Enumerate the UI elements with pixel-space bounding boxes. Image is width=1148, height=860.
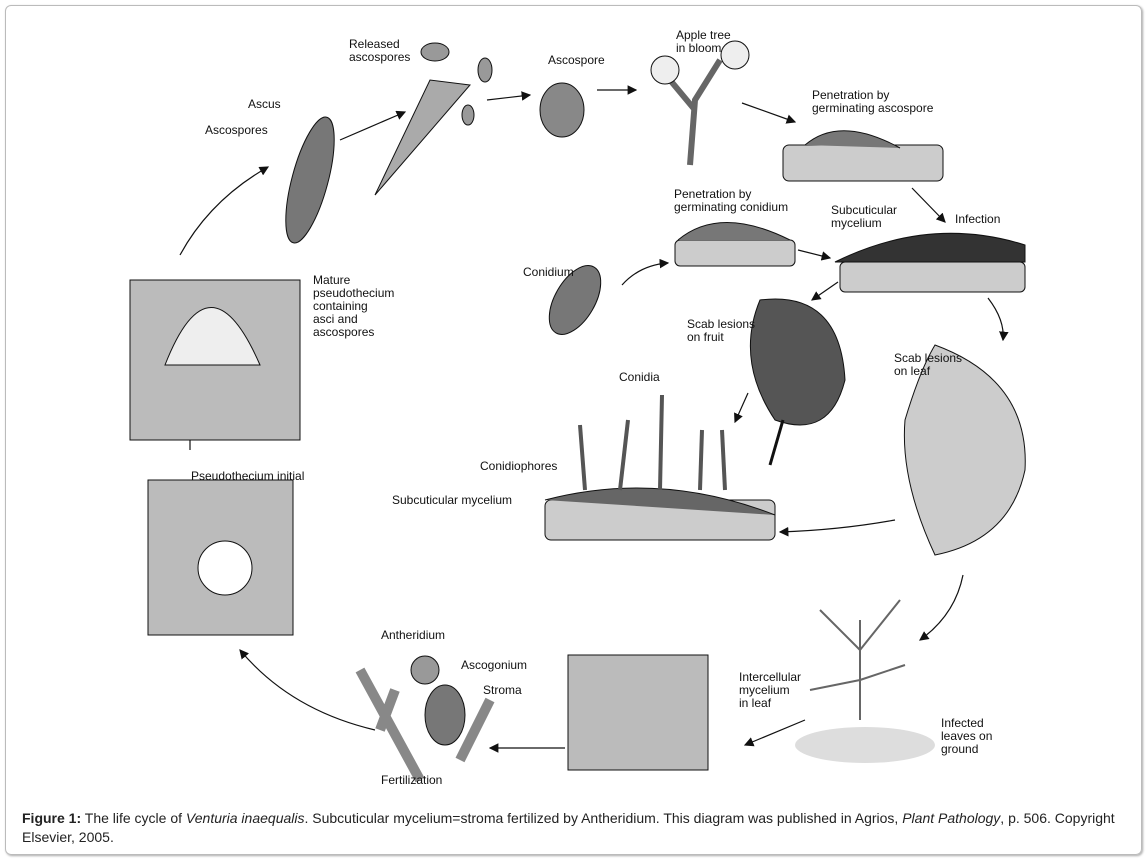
- label-scab-fruit: Scab lesions on fruit: [687, 317, 756, 344]
- label-released-ascospores: Released ascospores: [349, 37, 411, 64]
- caption-text: , p. 506. Copyright Elsevier, 2005.: [22, 810, 1115, 845]
- caption-figure-label: Figure 1:: [22, 810, 82, 826]
- caption-text: The life cycle of: [81, 810, 186, 826]
- label-intercellular-mycelium: Intercellular mycelium in leaf: [739, 670, 802, 710]
- label-apple-tree: Apple tree in bloom: [676, 28, 731, 55]
- label-scab-leaf: Scab lesions on leaf: [894, 351, 963, 378]
- label-ascus: Ascus: [248, 97, 281, 111]
- label-ascogonium: Ascogonium: [461, 658, 528, 672]
- caption-species: Venturia inaequalis: [185, 810, 305, 826]
- label-infection: Infection: [955, 212, 1001, 226]
- label-ascospore: Ascospore: [548, 53, 605, 67]
- caption-text: . Subcuticular mycelium=stroma fertilize…: [304, 810, 903, 826]
- label-subcuticular-mycelium-top: Subcuticular mycelium: [831, 203, 898, 230]
- label-conidia: Conidia: [619, 370, 660, 384]
- caption-book: Plant Pathology: [902, 810, 1001, 826]
- life-cycle-illustration: [129, 40, 1026, 783]
- label-stroma: Stroma: [483, 683, 522, 697]
- label-mature-pseudothecium: Mature pseudothecium containing asci and…: [313, 273, 395, 339]
- label-conidium: Conidium: [523, 265, 574, 279]
- label-conidiophores: Conidiophores: [480, 459, 558, 473]
- label-antheridium: Antheridium: [381, 628, 446, 642]
- label-penetration-conidium: Penetration by germinating conidium: [674, 187, 789, 214]
- label-fertilization: Fertilization: [381, 773, 443, 787]
- figure-caption: Figure 1: The life cycle of Venturia ina…: [22, 809, 1132, 847]
- label-penetration-ascospore: Penetration by germinating ascospore: [812, 88, 934, 115]
- label-pseudothecium-initial: Pseudothecium initial: [191, 469, 305, 483]
- figure-frame: [5, 5, 1142, 855]
- label-infected-leaves: Infected leaves on ground: [941, 716, 993, 756]
- label-subcuticular-mycelium: Subcuticular mycelium: [392, 493, 513, 507]
- organism-sketches: [129, 40, 1026, 783]
- label-ascospores: Ascospores: [205, 123, 268, 137]
